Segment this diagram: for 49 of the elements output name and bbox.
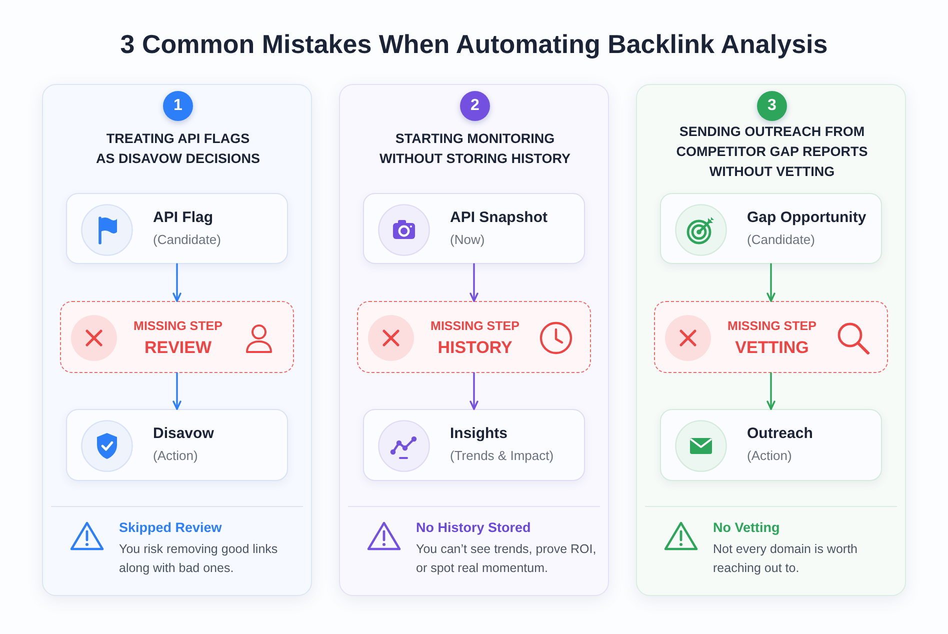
step-subtitle: (Action) <box>747 447 792 465</box>
step-subtitle: (Candidate) <box>153 231 221 249</box>
number-badge: 1 <box>163 91 193 121</box>
warning-text: Not every domain is worth reaching out to. <box>713 541 859 577</box>
missing-step-label: MISSING STEP <box>728 318 816 334</box>
arrow <box>766 372 776 410</box>
number-badge: 2 <box>460 91 490 121</box>
page-title: 3 Common Mistakes When Automating Backlink Analysis <box>120 28 828 60</box>
mistake-card <box>339 84 609 596</box>
warning-title: Skipped Review <box>119 519 222 537</box>
arrow <box>766 263 776 302</box>
step-subtitle: (Now) <box>450 231 485 249</box>
arrow <box>470 263 478 302</box>
step-title: API Flag <box>153 208 214 228</box>
step-title: Outreach <box>747 424 813 444</box>
missing-step-box <box>60 301 294 373</box>
step-box <box>660 193 882 264</box>
missing-step-box <box>654 301 888 373</box>
missing-step-name: HISTORY <box>438 337 512 359</box>
card-heading: SENDING OUTREACH FROM COMPETITOR GAP REPORTS WITHOUT VETTING <box>675 123 869 181</box>
step-box <box>66 193 288 264</box>
step-subtitle: (Trends & Impact) <box>450 447 554 465</box>
step-box <box>363 409 585 481</box>
step-title: API Snapshot <box>450 208 548 228</box>
card-heading: STARTING MONITORING WITHOUT STORING HISTORY <box>378 130 572 168</box>
step-subtitle: (Action) <box>153 447 198 465</box>
missing-step-label: MISSING STEP <box>430 318 520 334</box>
arrow <box>172 372 182 410</box>
step-title: Insights <box>450 424 508 444</box>
missing-step-label: MISSING STEP <box>134 318 222 334</box>
step-title: Disavow <box>153 424 214 444</box>
warning-title: No Vetting <box>713 519 780 537</box>
number-badge: 3 <box>757 91 787 121</box>
step-subtitle: (Candidate) <box>747 231 815 249</box>
missing-step-box <box>357 301 591 373</box>
card-heading: TREATING API FLAGS AS DISAVOW DECISIONS <box>94 130 262 168</box>
step-title: Gap Opportunity <box>747 208 866 228</box>
missing-step-name: VETTING <box>735 337 809 359</box>
warning-title: No History Stored <box>416 519 531 537</box>
mistake-card <box>42 84 312 596</box>
step-box <box>660 409 882 481</box>
missing-step-name: REVIEW <box>144 337 212 359</box>
step-box <box>66 409 288 481</box>
step-box <box>363 193 585 264</box>
arrow <box>172 263 182 302</box>
arrow <box>470 372 478 410</box>
warning-text: You can’t see trends, prove ROI, or spot real momentum. <box>416 541 598 577</box>
mistake-card <box>636 84 906 596</box>
warning-text: You risk removing good links along with bad ones. <box>119 541 279 577</box>
